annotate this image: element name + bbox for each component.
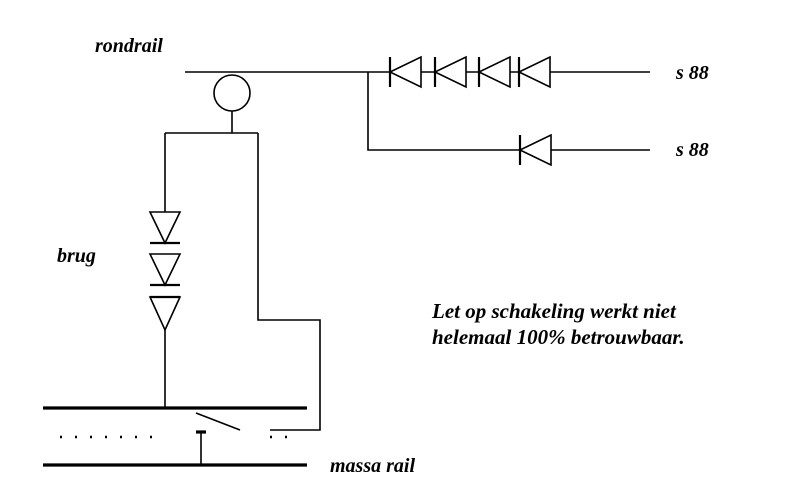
warning-note-line-2: helemaal 100% betrouwbaar. [432,325,685,350]
brug-label: brug [57,245,96,267]
series-diode-2 [433,55,467,89]
bridge-diode-2 [148,253,182,287]
switch-return-wire [257,133,321,431]
series-diode-3 [477,55,511,89]
sensor-coil-symbol [213,74,251,112]
bridge-diode-3 [148,295,182,332]
bridge-diode-1 [148,211,182,245]
massa-rail-label: massa rail [330,455,416,477]
series-diode-4 [517,55,551,89]
lower-s88-branch-wire [367,72,650,151]
lower-s88-diode [518,133,552,167]
warning-note-line-1: Let op schakeling werkt niet [432,299,676,323]
warning-note: Let op schakeling werkt niet helemaal 10… [432,298,685,351]
s88-top-label: s 88 [676,62,709,84]
rondrail-label: rondrail [95,35,163,57]
s88-bottom-label: s 88 [676,139,709,161]
switch-blade [195,412,241,431]
series-diode-1 [388,55,422,89]
